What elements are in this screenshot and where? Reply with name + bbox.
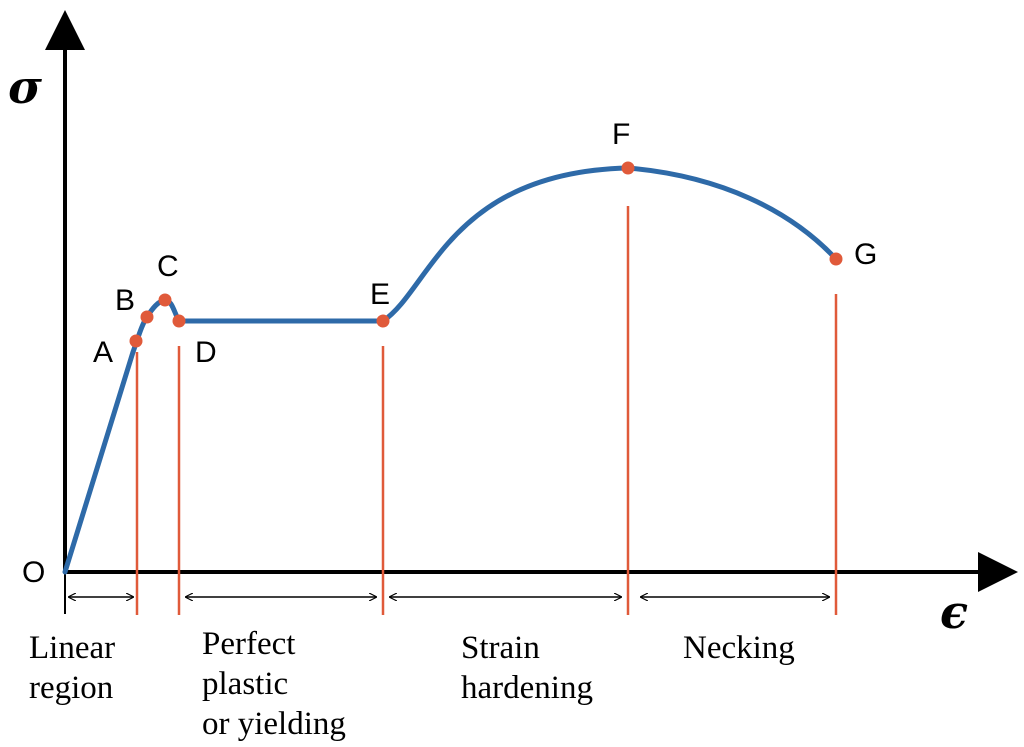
region-yielding-line-1: Perfect [202, 626, 295, 662]
point-a-label: A [93, 336, 113, 369]
point-b-label: B [115, 284, 135, 317]
x-axis-symbol: ϵ [940, 585, 968, 639]
region-hardening-line-2: hardening [461, 670, 593, 706]
point-c-marker [158, 293, 172, 307]
point-d-marker [172, 314, 186, 328]
point-e-label: E [370, 278, 390, 311]
point-f-label: F [612, 118, 630, 151]
point-c-label: C [157, 250, 179, 283]
stress-strain-curve [62, 165, 839, 575]
point-f-marker [621, 161, 635, 175]
point-a-marker [129, 334, 143, 348]
region-linear-line-2: region [29, 670, 113, 706]
origin-label: O [22, 556, 45, 589]
region-linear-line-1: Linear [29, 630, 115, 666]
region-hardening-line-1: Strain [461, 630, 540, 666]
point-d-label: D [195, 336, 217, 369]
point-b-marker [140, 310, 154, 324]
region-necking-line-1: Necking [683, 630, 795, 666]
point-g-marker [829, 252, 843, 266]
region-yielding-line-3: or yielding [202, 706, 346, 742]
point-e-marker [376, 314, 390, 328]
y-axis-symbol: σ [8, 60, 42, 114]
point-g-label: G [854, 238, 877, 271]
region-yielding-line-2: plastic [202, 666, 288, 702]
